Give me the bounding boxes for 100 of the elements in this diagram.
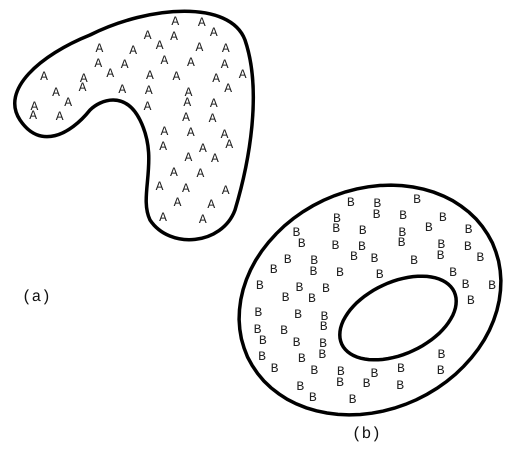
letter: B: [336, 266, 344, 280]
letter: B: [466, 294, 475, 308]
letter: A: [198, 16, 206, 30]
letter: B: [373, 197, 382, 210]
letter: B: [438, 211, 447, 224]
letter: A: [182, 182, 190, 195]
letter: B: [258, 334, 267, 347]
letter: B: [284, 253, 292, 266]
letter: A: [146, 69, 154, 82]
letter: B: [398, 236, 406, 250]
letter: A: [118, 83, 126, 96]
letter: B: [397, 362, 405, 376]
letter: A: [210, 26, 218, 40]
letter: A: [174, 196, 182, 210]
letter: A: [160, 125, 168, 138]
letter: A: [207, 198, 216, 212]
letter: A: [160, 54, 168, 68]
letter: B: [336, 376, 344, 389]
letter: B: [462, 278, 470, 291]
letter: B: [332, 222, 340, 236]
letter: B: [320, 320, 328, 334]
letter: A: [224, 82, 232, 96]
letter: A: [172, 70, 180, 84]
letter: A: [144, 29, 152, 42]
letter: A: [210, 97, 218, 110]
letter: B: [254, 323, 262, 336]
letter: A: [208, 112, 216, 126]
letter: B: [413, 193, 421, 206]
letter: A: [129, 44, 138, 57]
letter: B: [358, 224, 366, 237]
letter: B: [318, 348, 326, 361]
letter: A: [220, 58, 229, 71]
letter: B: [336, 364, 345, 378]
letter: A: [106, 67, 114, 80]
letter: B: [464, 223, 472, 236]
letter: B: [358, 240, 366, 254]
letter: B: [308, 292, 316, 306]
letter: B: [270, 362, 278, 375]
letter: B: [319, 337, 327, 350]
letter: B: [332, 212, 341, 225]
letter: B: [476, 251, 484, 264]
letter: A: [156, 180, 164, 194]
letter: B: [370, 366, 378, 380]
letter: A: [182, 111, 190, 124]
letter: B: [280, 324, 288, 338]
letter: A: [170, 30, 178, 44]
letter: A: [195, 41, 204, 54]
letter: B: [310, 265, 318, 278]
letter: B: [331, 239, 340, 252]
letter: A: [198, 142, 207, 156]
letter: B: [370, 252, 378, 265]
letter: A: [238, 68, 247, 81]
letter: B: [399, 209, 407, 222]
letter: A: [159, 210, 167, 224]
letter: B: [398, 226, 406, 239]
letter: A: [144, 84, 153, 98]
letter: B: [256, 279, 264, 292]
letter: B: [436, 249, 444, 262]
letter: B: [436, 364, 445, 378]
letter: A: [222, 184, 230, 197]
panel-label: (a): [22, 288, 51, 306]
letter: A: [184, 151, 192, 164]
letter: B: [437, 238, 446, 252]
letter: B: [308, 390, 317, 404]
letter: B: [296, 380, 304, 393]
letter: A: [159, 140, 168, 154]
letter: B: [320, 310, 328, 323]
letter: B: [254, 306, 262, 320]
letter: B: [346, 196, 355, 209]
letter: B: [410, 254, 418, 267]
letter: B: [292, 336, 300, 349]
letter: B: [298, 237, 306, 250]
letter: B: [296, 281, 304, 294]
letter: B: [362, 376, 370, 390]
letter: B: [282, 291, 290, 304]
letter: A: [183, 96, 192, 109]
letter: B: [449, 266, 457, 280]
letter: A: [78, 81, 86, 94]
letter: A: [222, 42, 230, 56]
letter: A: [64, 96, 72, 109]
letter: B: [488, 279, 496, 292]
letter: B: [270, 263, 278, 276]
letter: B: [348, 392, 356, 406]
letter: B: [294, 308, 302, 322]
letter: B: [424, 221, 433, 234]
panel-label: (b): [352, 425, 381, 443]
letter: B: [350, 250, 358, 264]
letter: A: [170, 166, 178, 179]
letter: A: [171, 15, 180, 28]
letter: B: [372, 208, 380, 221]
letter: A: [120, 58, 129, 72]
letter: A: [94, 57, 102, 70]
letter: A: [52, 86, 60, 99]
letter: A: [212, 72, 220, 86]
letter: A: [186, 56, 195, 69]
letter: A: [40, 70, 48, 83]
letter: A: [186, 126, 195, 140]
letter: B: [292, 226, 300, 240]
letter: B: [437, 348, 446, 361]
letter: A: [196, 167, 204, 180]
